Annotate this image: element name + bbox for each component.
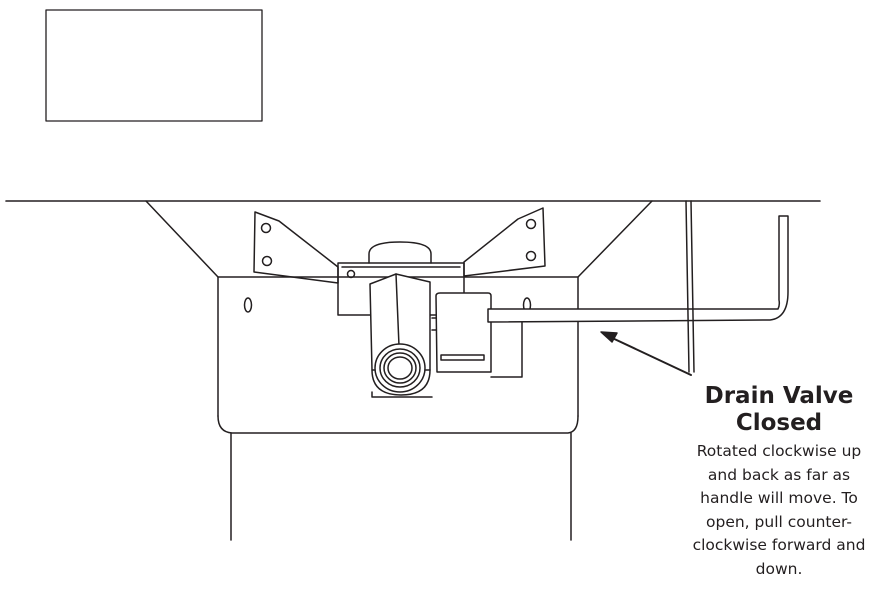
callout-desc-line: clockwise forward and [692,536,866,554]
valve-body [431,292,523,378]
callout-desc-line: and back as far as [707,465,851,484]
center-boss [368,241,432,264]
callout-desc-line: handle will move. To [700,489,858,507]
blank-frame [45,9,263,122]
callout-desc-line: down. [755,559,803,578]
hex-drain-fitting [369,273,433,398]
vertical-pipes [685,200,695,373]
tank-body [145,200,653,541]
callout-title-line2: Closed [735,410,823,436]
drain-valve-handle[interactable] [487,215,789,323]
callout-title-line1: Drain Valve [704,383,854,409]
callout-description: Rotated clockwise up and back as far as … [664,440,894,581]
drain-valve-callout: Drain Valve Closed Rotated clockwise up … [664,383,894,581]
callout-desc-line: Rotated clockwise up [696,442,862,460]
mounting-bracket-left [253,211,339,284]
callout-desc-line: open, pull counter- [706,512,852,531]
mounting-bracket-right [463,207,546,277]
callout-arrow [600,331,692,376]
